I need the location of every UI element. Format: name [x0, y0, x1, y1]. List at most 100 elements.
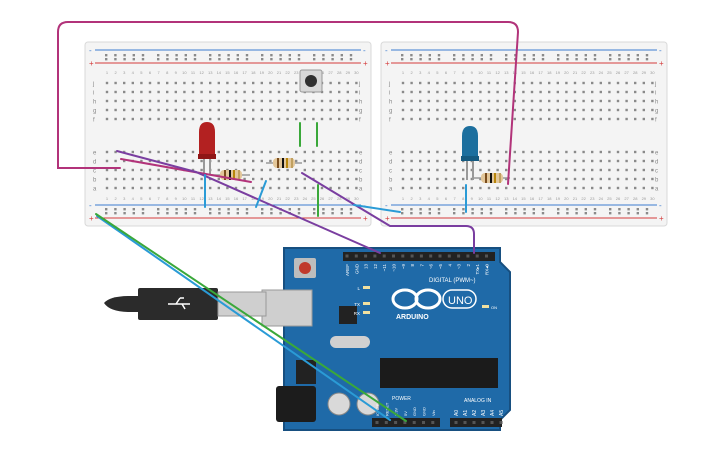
breadboard-hole[interactable] — [401, 159, 405, 163]
rail-hole[interactable] — [462, 212, 465, 215]
rail-hole[interactable] — [609, 54, 612, 57]
breadboard-hole[interactable] — [625, 150, 628, 154]
breadboard-hole[interactable] — [234, 186, 238, 190]
breadboard-hole[interactable] — [651, 186, 654, 190]
breadboard-hole[interactable] — [591, 99, 594, 103]
breadboard-hole[interactable] — [183, 108, 186, 112]
breadboard-hole[interactable] — [166, 177, 169, 181]
breadboard-hole[interactable] — [209, 117, 212, 121]
breadboard-hole[interactable] — [209, 81, 212, 85]
breadboard-hole[interactable] — [479, 159, 482, 163]
breadboard-hole[interactable] — [401, 186, 405, 190]
rail-hole[interactable] — [437, 208, 441, 211]
breadboard-hole[interactable] — [419, 159, 422, 163]
breadboard-hole[interactable] — [444, 186, 448, 190]
rail-hole[interactable] — [480, 208, 483, 211]
breadboard-hole[interactable] — [234, 159, 238, 163]
breadboard-hole[interactable] — [183, 81, 186, 85]
breadboard-hole[interactable] — [591, 177, 594, 181]
rail-hole[interactable] — [132, 208, 135, 211]
breadboard-hole[interactable] — [530, 108, 534, 112]
breadboard-hole[interactable] — [355, 177, 358, 181]
breadboard-hole[interactable] — [269, 108, 272, 112]
rail-hole[interactable] — [410, 212, 413, 215]
rail-hole[interactable] — [428, 212, 431, 215]
rail-hole[interactable] — [105, 208, 108, 211]
breadboard-hole[interactable] — [338, 168, 341, 172]
breadboard-hole[interactable] — [616, 108, 620, 112]
breadboard-hole[interactable] — [591, 90, 594, 94]
rail-hole[interactable] — [575, 212, 578, 215]
breadboard-hole[interactable] — [114, 90, 117, 94]
breadboard-hole[interactable] — [114, 117, 117, 121]
rail-hole[interactable] — [288, 54, 291, 57]
rail-hole[interactable] — [618, 212, 621, 215]
rail-hole[interactable] — [141, 212, 145, 215]
breadboard-hole[interactable] — [634, 81, 637, 85]
breadboard-hole[interactable] — [505, 108, 508, 112]
rail-hole[interactable] — [584, 54, 587, 57]
breadboard-hole[interactable] — [496, 159, 499, 163]
breadboard-hole[interactable] — [295, 108, 298, 112]
breadboard-hole[interactable] — [123, 117, 126, 121]
breadboard-hole[interactable] — [548, 186, 551, 190]
rail-hole[interactable] — [627, 58, 630, 61]
wire-blue-short-2[interactable] — [255, 180, 267, 208]
breadboard-hole[interactable] — [303, 168, 306, 172]
breadboard-hole[interactable] — [470, 186, 473, 190]
breadboard-hole[interactable] — [513, 168, 516, 172]
breadboard-hole[interactable] — [217, 186, 220, 190]
breadboard-hole[interactable] — [496, 90, 499, 94]
breadboard-hole[interactable] — [427, 159, 430, 163]
rail-hole[interactable] — [489, 212, 493, 215]
rail-hole[interactable] — [279, 212, 282, 215]
rail-hole[interactable] — [193, 208, 197, 211]
breadboard-hole[interactable] — [338, 186, 341, 190]
rail-hole[interactable] — [340, 212, 343, 215]
rail-hole[interactable] — [401, 54, 404, 57]
breadboard-hole[interactable] — [444, 159, 448, 163]
breadboard-hole[interactable] — [157, 186, 160, 190]
breadboard-hole[interactable] — [616, 150, 620, 154]
rail-hole[interactable] — [340, 54, 343, 57]
breadboard-hole[interactable] — [444, 99, 448, 103]
wire-blue-bridge[interactable] — [353, 204, 401, 213]
breadboard-hole[interactable] — [608, 168, 611, 172]
breadboard-hole[interactable] — [355, 90, 358, 94]
breadboard-hole[interactable] — [487, 186, 491, 190]
wire-green-5v[interactable] — [95, 213, 407, 422]
breadboard-hole[interactable] — [243, 186, 246, 190]
breadboard-hole[interactable] — [505, 177, 508, 181]
breadboard-hole[interactable] — [591, 150, 594, 154]
breadboard-hole[interactable] — [479, 90, 482, 94]
breadboard-hole[interactable] — [453, 150, 456, 154]
breadboard-hole[interactable] — [573, 108, 577, 112]
breadboard-hole[interactable] — [444, 177, 448, 181]
rail-hole[interactable] — [322, 54, 325, 57]
breadboard-hole[interactable] — [565, 81, 568, 85]
breadboard-hole[interactable] — [312, 99, 315, 103]
breadboard-hole[interactable] — [320, 90, 324, 94]
rail-hole[interactable] — [609, 212, 612, 215]
header-pin[interactable] — [447, 254, 451, 258]
breadboard-hole[interactable] — [295, 168, 298, 172]
rail-hole[interactable] — [105, 212, 108, 215]
rail-hole[interactable] — [193, 212, 197, 215]
breadboard-hole[interactable] — [530, 99, 534, 103]
breadboard-hole[interactable] — [286, 168, 289, 172]
breadboard-hole[interactable] — [260, 177, 263, 181]
header-pin[interactable] — [394, 421, 398, 424]
breadboard-hole[interactable] — [131, 150, 134, 154]
breadboard-hole[interactable] — [582, 117, 585, 121]
rail-hole[interactable] — [471, 58, 474, 61]
breadboard-hole[interactable] — [140, 159, 143, 163]
breadboard-hole[interactable] — [217, 159, 220, 163]
rail-hole[interactable] — [157, 208, 160, 211]
breadboard-hole[interactable] — [522, 159, 525, 163]
breadboard-hole[interactable] — [183, 99, 186, 103]
rail-hole[interactable] — [471, 212, 474, 215]
rail-hole[interactable] — [236, 208, 239, 211]
rail-hole[interactable] — [627, 212, 630, 215]
breadboard-hole[interactable] — [123, 90, 126, 94]
breadboard-hole[interactable] — [582, 90, 585, 94]
